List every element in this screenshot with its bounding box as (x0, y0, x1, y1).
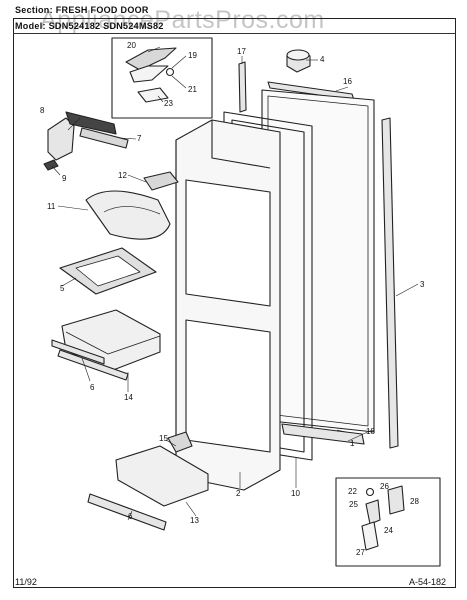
clip-shape (43, 159, 59, 171)
callout-15: 15 (159, 434, 168, 443)
callout-5: 5 (60, 284, 65, 293)
hinge-plate-shape (129, 65, 169, 83)
small-cover-shape (143, 171, 179, 191)
bin-trim-strip (57, 349, 129, 381)
model-value: SDN524182 SDN524MS82 (48, 21, 164, 31)
hinge-cover-shape (125, 47, 177, 71)
header-divider (13, 33, 456, 34)
side-strip-shape (381, 117, 399, 449)
callout-19: 19 (188, 51, 197, 60)
callout-14: 14 (124, 393, 133, 402)
callout-6b: 6 (128, 512, 133, 521)
callout-24: 24 (384, 526, 393, 535)
model-label: Model: (15, 21, 46, 31)
model-header: Model: SDN524182 SDN524MS82 (15, 21, 164, 31)
door-opening-lower (185, 319, 271, 453)
bracket-small-shape (167, 431, 193, 453)
door-dispenser-line (211, 120, 271, 169)
handle-rail-shape (65, 111, 117, 135)
callout-2: 2 (236, 489, 241, 498)
callout-labels: 20 19 21 23 4 16 17 8 7 9 12 11 5 6 14 1… (40, 41, 425, 557)
footer-date: 11/92 (15, 577, 37, 587)
curved-bin-shape (85, 190, 171, 240)
callout-25: 25 (349, 500, 358, 509)
bin-trim-upper (51, 339, 105, 365)
inset-box-lower (335, 477, 441, 567)
callout-13: 13 (190, 516, 199, 525)
handle-plate-shape (79, 127, 129, 149)
lower-washer-shape (365, 487, 375, 497)
callout-12: 12 (118, 171, 127, 180)
lower-hinge-shape (387, 485, 405, 515)
shelf-bin-edge (65, 331, 161, 355)
callout-1: 1 (350, 439, 355, 448)
leader-lines (51, 46, 419, 521)
callout-9: 9 (62, 174, 67, 183)
callout-7: 7 (137, 134, 142, 143)
callout-18: 18 (366, 427, 375, 436)
callout-20: 20 (127, 41, 136, 50)
handle-bracket-shape (47, 117, 75, 161)
callout-22: 22 (348, 487, 357, 496)
section-label: Section: (15, 5, 53, 15)
lower-pin-shape (361, 521, 379, 551)
callout-10: 10 (291, 489, 300, 498)
section-value: FRESH FOOD DOOR (55, 5, 149, 15)
curved-bin-detail (103, 206, 161, 215)
watermark: AppliancePartsPros.com (40, 6, 325, 34)
hinge-washer-shape (165, 67, 175, 77)
callout-23: 23 (164, 99, 173, 108)
footer-page-code: A-54-182 (409, 577, 447, 587)
inset-box-hinge (111, 37, 213, 119)
bottom-strip-shape (281, 423, 365, 445)
lower-trim-strip (87, 493, 167, 531)
callout-21: 21 (188, 85, 197, 94)
diagram-frame (13, 18, 456, 588)
lower-bracket-shape (365, 499, 381, 525)
hinge-shim-shape (137, 87, 169, 103)
tray-inner (75, 255, 141, 287)
callout-11: 11 (47, 202, 56, 211)
door-opening-upper (185, 179, 271, 307)
callout-28: 28 (410, 497, 419, 506)
plug-top-shape (286, 49, 310, 61)
vertical-strip-shape (238, 61, 247, 113)
callout-3: 3 (420, 280, 425, 289)
callout-16: 16 (343, 77, 352, 86)
callout-8: 8 (40, 106, 45, 115)
lower-shelf-shape (115, 445, 209, 507)
section-header: Section: FRESH FOOD DOOR (15, 5, 149, 15)
callout-4: 4 (320, 55, 325, 64)
callout-17: 17 (237, 47, 246, 56)
callout-6a: 6 (90, 383, 95, 392)
callout-27: 27 (356, 548, 365, 557)
callout-26: 26 (380, 482, 389, 491)
